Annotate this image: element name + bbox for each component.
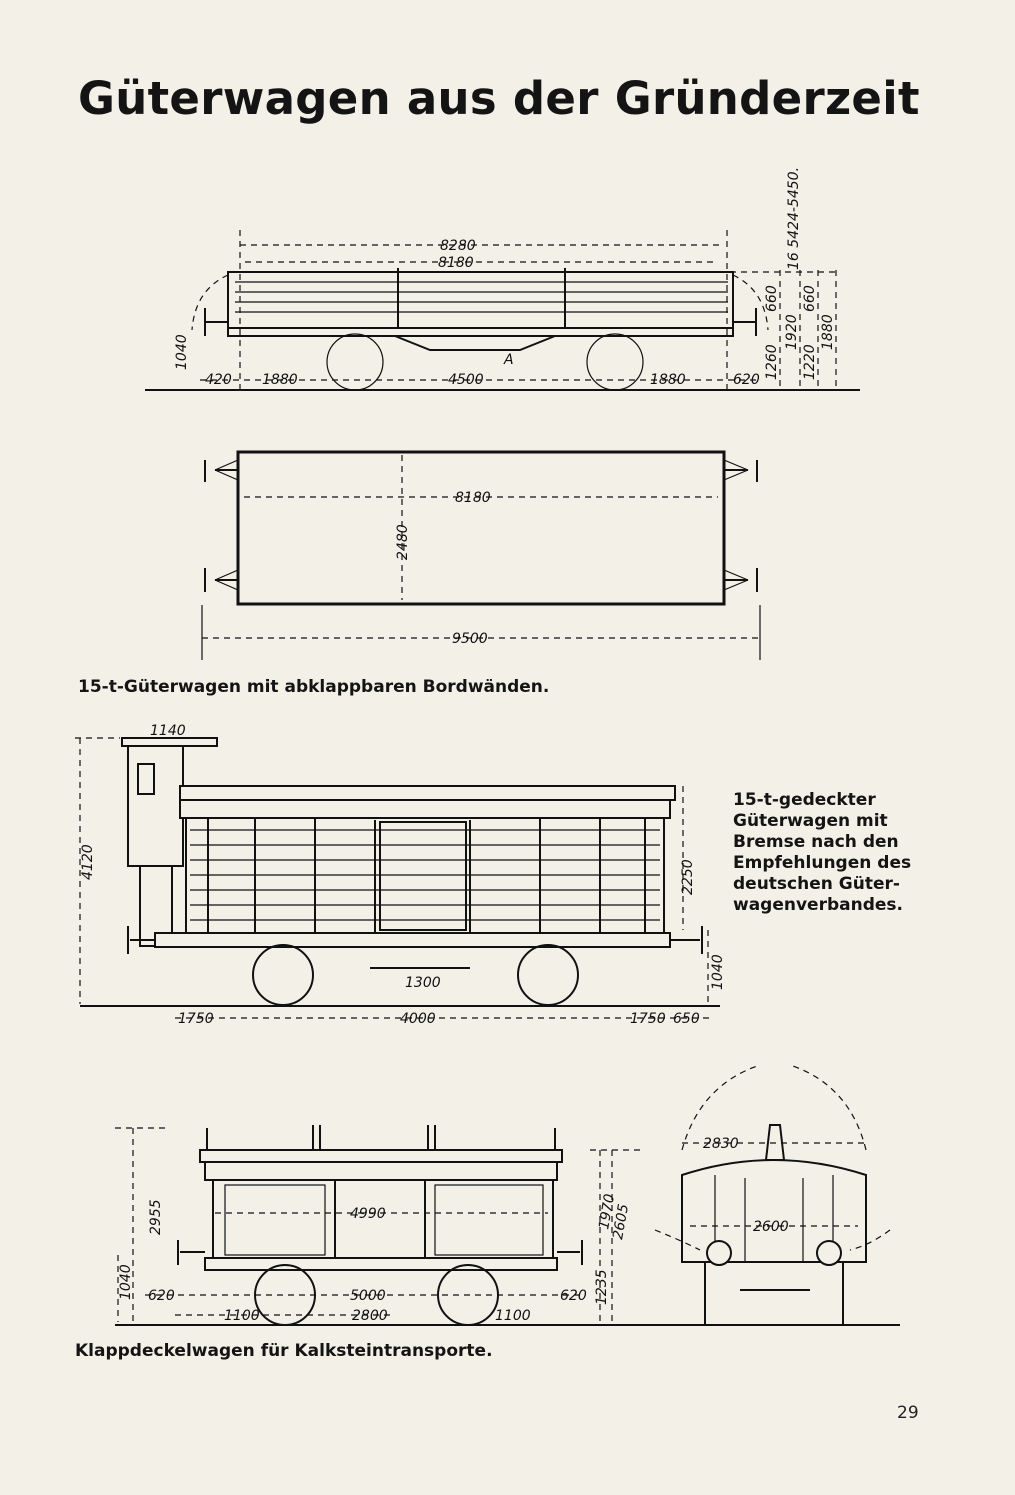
dim-2480: 2480 (395, 524, 411, 560)
dim-2830: 2830 (703, 1136, 739, 1152)
dim-1300: 1300 (405, 975, 441, 991)
lime-wagon-end-view: 2830 2600 (654, 1064, 900, 1326)
caption-line: Güterwagen mit (733, 811, 888, 831)
page-title: Güterwagen aus der Gründerzeit (78, 72, 920, 125)
lime-wagon-side-view: 2955 1040 4990 1970 2605 1235 620 5000 6… (115, 1125, 900, 1326)
dim-1970: 1970 (596, 1193, 618, 1231)
caption-line: 15-t-gedeckter (733, 790, 876, 810)
caption-line: deutschen Güter- (733, 874, 900, 894)
dim-9500: 9500 (452, 631, 488, 647)
open-wagon-side-view: 8280 8180 420 1880 4500 1880 620 A 1040 … (145, 167, 860, 391)
caption-line: wagenverbandes. (733, 895, 903, 915)
dim-1880-left: 1880 (262, 372, 298, 388)
dim-2600: 2600 (753, 1219, 789, 1235)
dim-1750-right: 1750 (630, 1011, 666, 1027)
dim-5000: 5000 (350, 1288, 386, 1304)
dim-2605: 2605 (610, 1203, 632, 1241)
dim-1260: 1260 (764, 344, 780, 380)
dim-4120: 4120 (80, 844, 96, 880)
dim-1920: 1920 (784, 314, 800, 350)
dim-660a: 660 (764, 285, 780, 312)
dim-1100-right: 1100 (495, 1308, 531, 1324)
dim-4000: 4000 (400, 1011, 436, 1027)
caption-line: Empfehlungen des (733, 853, 912, 873)
weight-note: 16 5424-5450. (786, 167, 802, 270)
dim-1100-left: 1100 (224, 1308, 260, 1324)
dim-620-left: 620 (148, 1288, 175, 1304)
dim-top-8180: 8180 (455, 490, 491, 506)
dim-1140: 1140 (150, 723, 186, 739)
page-number: 29 (897, 1403, 919, 1423)
dim-4990: 4990 (350, 1206, 386, 1222)
covered-wagon-side-view: 1140 4120 2250 1300 1040 1750 4000 1750 … (75, 723, 726, 1027)
dim-1235: 1235 (594, 1269, 610, 1305)
dim-1040-covered: 1040 (710, 954, 726, 990)
dim-1880-right: 1880 (650, 372, 686, 388)
dim-2955: 2955 (148, 1199, 164, 1235)
caption-line: Bremse nach den (733, 832, 899, 852)
figure-caption-open-wagon: 15-t-Güterwagen mit abklappbaren Bordwän… (78, 677, 550, 697)
dim-2800: 2800 (352, 1308, 388, 1324)
dim-620-right: 620 (560, 1288, 587, 1304)
marker-a: A (503, 352, 514, 368)
dim-420: 420 (205, 372, 232, 388)
dim-8180: 8180 (438, 255, 474, 271)
figure-caption-covered-wagon: 15-t-gedeckter Güterwagen mit Bremse nac… (733, 790, 911, 916)
dim-4500: 4500 (448, 372, 484, 388)
dim-2250: 2250 (680, 859, 696, 895)
dim-1040-lime: 1040 (118, 1264, 134, 1300)
dim-1750-left: 1750 (178, 1011, 214, 1027)
dim-650: 650 (673, 1011, 700, 1027)
dim-1220: 1220 (802, 344, 818, 380)
dim-8280: 8280 (440, 238, 476, 254)
dim-620: 620 (733, 372, 760, 388)
open-wagon-top-view: 8180 2480 9500 (201, 450, 761, 660)
dim-660b: 660 (802, 285, 818, 312)
dim-1880-height: 1880 (820, 314, 836, 350)
dim-1040: 1040 (174, 334, 190, 370)
figure-caption-lime-wagon: Klappdeckelwagen für Kalksteintransporte… (75, 1341, 493, 1361)
